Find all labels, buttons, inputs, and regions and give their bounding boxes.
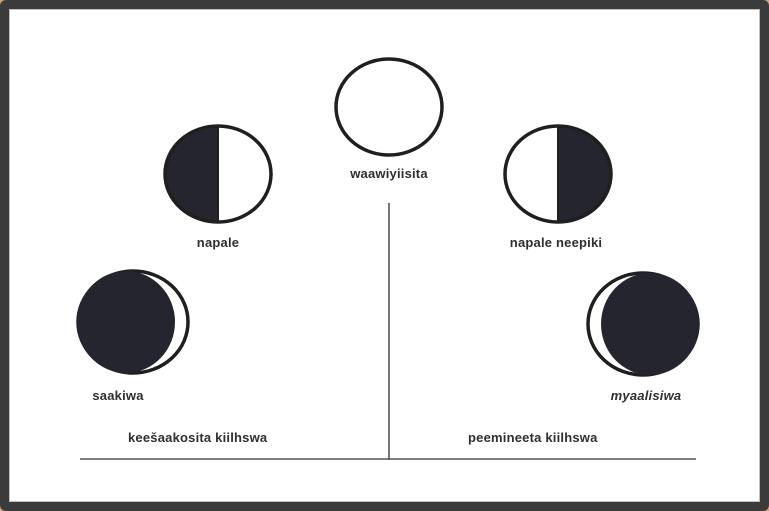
- moon-first-quarter-icon: [165, 126, 271, 222]
- label-waxing-crescent: saakiwa: [92, 388, 143, 403]
- label-waning-crescent: myaalisiwa: [611, 388, 682, 403]
- moon-waxing-crescent-icon: [77, 271, 188, 373]
- moon-waning-crescent-icon: [588, 273, 699, 375]
- label-last-quarter: napale neepiki: [510, 235, 602, 250]
- label-first-quarter: napale: [197, 235, 239, 250]
- label-waxing-period: keešaakosita kiilhswa: [128, 430, 267, 445]
- moon-full-icon: [336, 59, 442, 155]
- label-full-moon: waawiyiisita: [350, 166, 428, 181]
- moon-last-quarter-icon: [505, 126, 611, 222]
- label-waning-period: peemineeta kiilhswa: [468, 430, 598, 445]
